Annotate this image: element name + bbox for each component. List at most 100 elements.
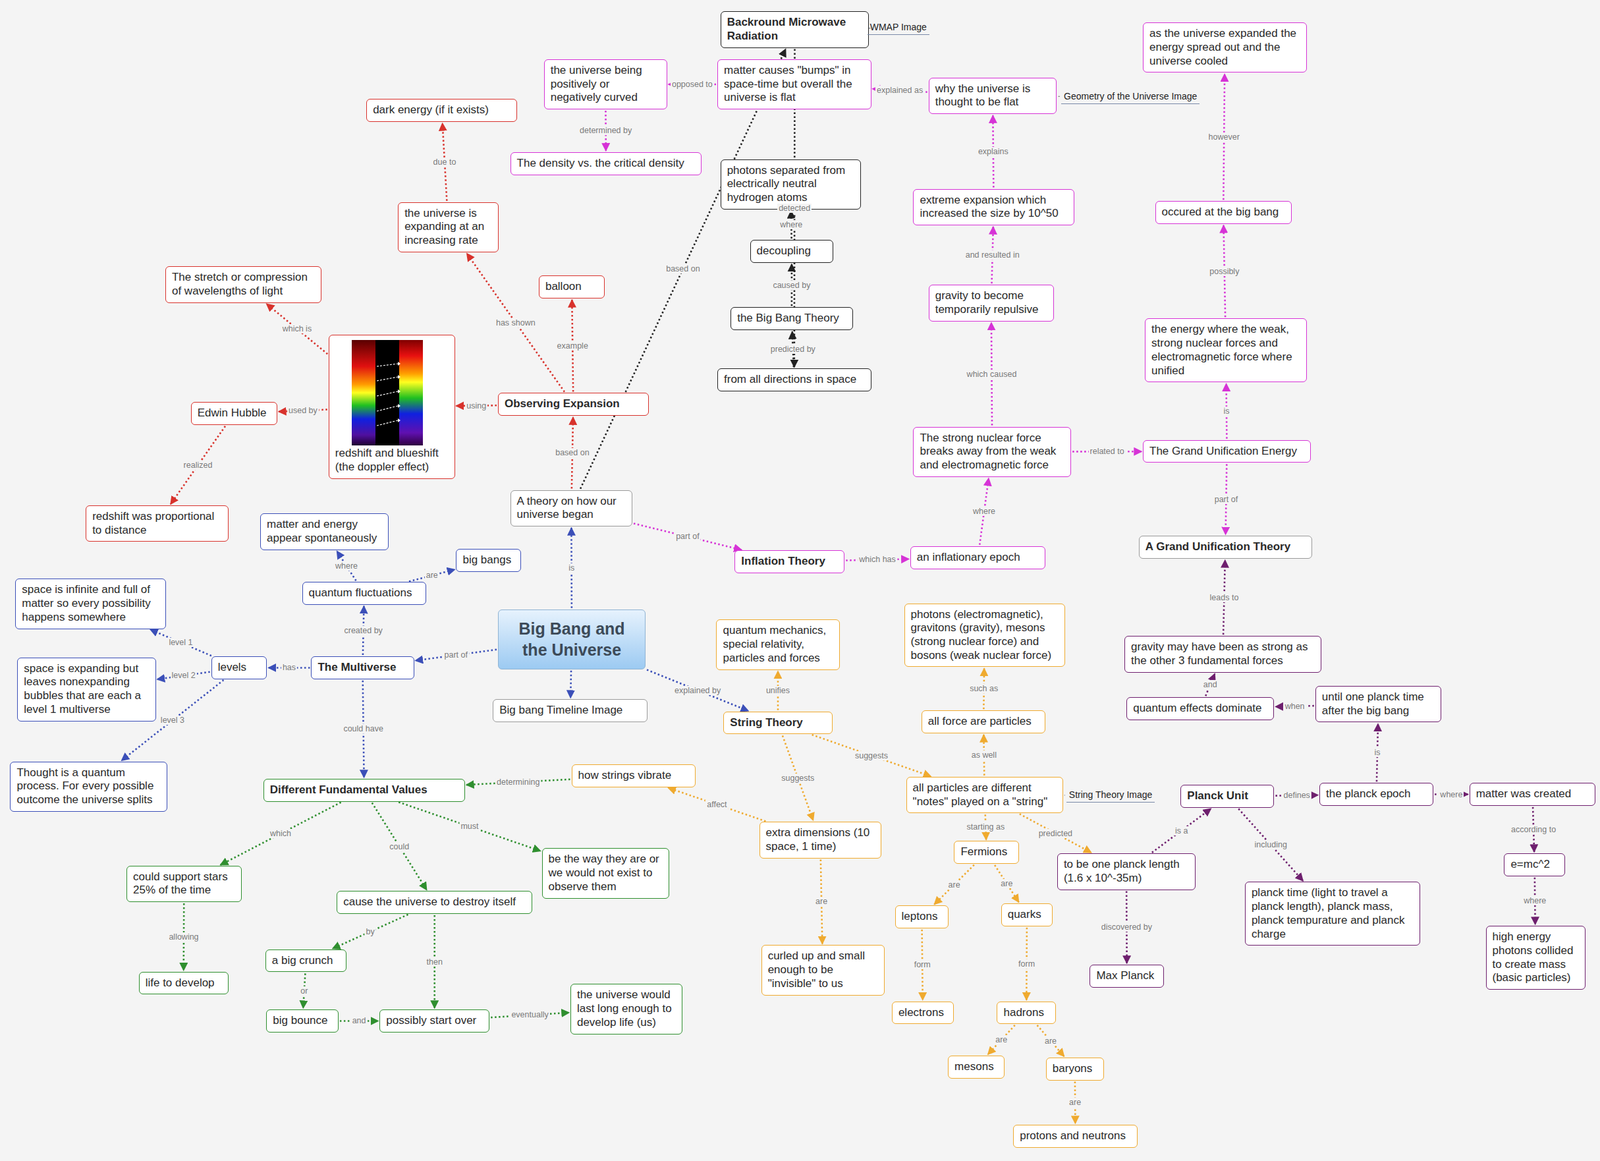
- connector-label: defines: [1282, 790, 1312, 800]
- subtopic: matter causes "bumps" in space-time but …: [717, 59, 872, 110]
- topic-text: a big crunch: [272, 953, 341, 968]
- subtopic: quarks: [1001, 903, 1054, 927]
- connector-label: used by: [287, 405, 319, 415]
- topic-text: quantum fluctuations: [308, 586, 421, 601]
- connector-label: are: [947, 880, 962, 890]
- topic-text: all particles are different "notes" play…: [912, 781, 1057, 809]
- subtopic: matter was created: [1469, 782, 1597, 806]
- connector-label: example: [555, 341, 590, 351]
- subtopic: an inflationary epoch: [910, 546, 1047, 570]
- connector-label: has shown: [494, 318, 537, 328]
- connector-label: explained as: [875, 85, 925, 95]
- topic-text: Observing Expansion: [504, 397, 643, 412]
- connector-label: and: [1202, 679, 1219, 690]
- central-topic: Big Bang and the Universe: [497, 609, 646, 670]
- connector-label: when: [1283, 701, 1307, 711]
- connector-label: based on: [553, 447, 591, 458]
- connector-label: is: [567, 563, 576, 573]
- subtopic: The density vs. the critical density: [510, 152, 703, 176]
- subtopic: quantum fluctuations: [302, 581, 427, 605]
- connector-label: suggests: [853, 750, 890, 761]
- main-topic: Planck Unit: [1180, 784, 1274, 808]
- connector-label: as well: [970, 750, 998, 760]
- subtopic: The Grand Unification Energy: [1142, 440, 1311, 464]
- topic-text: WMAP Image: [870, 21, 927, 33]
- connector-label: according to: [1509, 824, 1558, 834]
- connector-label: such as: [968, 683, 1000, 693]
- subtopic: the Big Bang Theory: [730, 306, 854, 331]
- topic-text: from all directions in space: [723, 372, 865, 387]
- subtopic: quantum effects dominate: [1126, 696, 1274, 720]
- subtopic: levels: [211, 656, 268, 680]
- subtopic: how strings vibrate: [571, 764, 697, 788]
- connector-label: could have: [341, 723, 385, 734]
- connector-label: based on: [664, 264, 701, 274]
- connector-label: is: [1372, 747, 1382, 757]
- subtopic: A theory on how our universe began: [510, 490, 634, 527]
- topic-text: Planck Unit: [1186, 789, 1268, 803]
- subtopic: quantum mechanics, special relativity, p…: [716, 619, 840, 670]
- topic-text: quantum mechanics, special relativity, p…: [722, 623, 833, 665]
- connector: [170, 426, 226, 504]
- connector: [398, 801, 541, 851]
- connector-label: affect: [705, 799, 728, 809]
- connector-label: discovered by: [1100, 922, 1154, 932]
- connector-label: unifies: [764, 685, 792, 695]
- topic-text: the universe would last long enough to d…: [577, 988, 676, 1029]
- subtopic: planck time (light to travel a planck le…: [1244, 881, 1421, 946]
- connector: [1057, 96, 1060, 97]
- topic-text: Fermions: [960, 845, 1013, 859]
- topic-text: as the universe expanded the energy spre…: [1149, 27, 1301, 68]
- connector: [580, 48, 786, 489]
- subtopic: from all directions in space: [717, 368, 872, 392]
- connector-label: which has: [857, 554, 898, 564]
- connector-label: and: [351, 1015, 368, 1025]
- topic-text: Big Bang and the Universe: [505, 617, 639, 661]
- topic-text: Max Planck: [1096, 968, 1158, 983]
- topic-text: decoupling: [756, 244, 828, 259]
- topic-text: why the universe is thought to be flat: [935, 82, 1051, 110]
- main-topic: The Multiverse: [310, 656, 414, 680]
- connector-label: are: [1043, 1036, 1058, 1046]
- connector-label: however: [1207, 132, 1242, 142]
- connector-label: suggests: [779, 773, 816, 783]
- connector-label: opposed to: [670, 79, 715, 89]
- topic-text: quantum effects dominate: [1132, 701, 1268, 716]
- connector: [415, 649, 497, 661]
- connector-label: part of: [674, 531, 701, 541]
- subtopic: mesons: [947, 1055, 1005, 1079]
- subtopic: all particles are different "notes" play…: [906, 776, 1064, 813]
- connector-label: allowing: [167, 932, 200, 942]
- topic-text: the planck epoch: [1325, 787, 1427, 801]
- subtopic: leptons: [895, 905, 950, 929]
- topic-text: possibly start over: [386, 1013, 483, 1028]
- subtopic: space is expanding but leaves nonexpandi…: [17, 657, 156, 722]
- topic-text: until one planck time after the big bang: [1322, 690, 1436, 718]
- main-topic: A Grand Unification Theory: [1138, 535, 1313, 559]
- topic-text: Backround Microwave Radiation: [727, 15, 863, 43]
- subtopic: high energy photons collided to create m…: [1486, 925, 1586, 990]
- connector: [1064, 794, 1066, 796]
- connector: [467, 253, 565, 392]
- topic-text: planck time (light to travel a planck le…: [1251, 885, 1414, 941]
- subtopic: matter and energy appear spontaneously: [260, 513, 389, 550]
- topic-text: gravity to become temporarily repulsive: [935, 289, 1048, 317]
- connector-label: is: [1221, 406, 1231, 416]
- topic-text: cause the universe to destroy itself: [343, 895, 526, 910]
- subtopic: baryons: [1046, 1057, 1104, 1081]
- connector-label: explains: [976, 146, 1010, 157]
- connector-label: due to: [432, 157, 458, 167]
- connector-label: has: [281, 662, 298, 672]
- connector-label: must: [459, 821, 480, 831]
- subtopic: Thought is a quantum process. For every …: [9, 761, 167, 812]
- topic-text: the energy where the weak, strong nuclea…: [1151, 322, 1301, 378]
- topic-text: The strong nuclear force breaks away fro…: [919, 431, 1065, 473]
- subtopic: photons (electromagnetic), gravitons (gr…: [904, 603, 1066, 668]
- image-link: String Theory Image: [1066, 787, 1156, 803]
- connector-label: determined by: [578, 125, 634, 136]
- connector: [988, 1024, 1016, 1054]
- topic-text: life to develop: [145, 976, 222, 991]
- topic-text: Edwin Hubble: [197, 406, 271, 421]
- subtopic: protons and neutrons: [1013, 1124, 1138, 1148]
- main-topic: Backround Microwave Radiation: [720, 11, 870, 48]
